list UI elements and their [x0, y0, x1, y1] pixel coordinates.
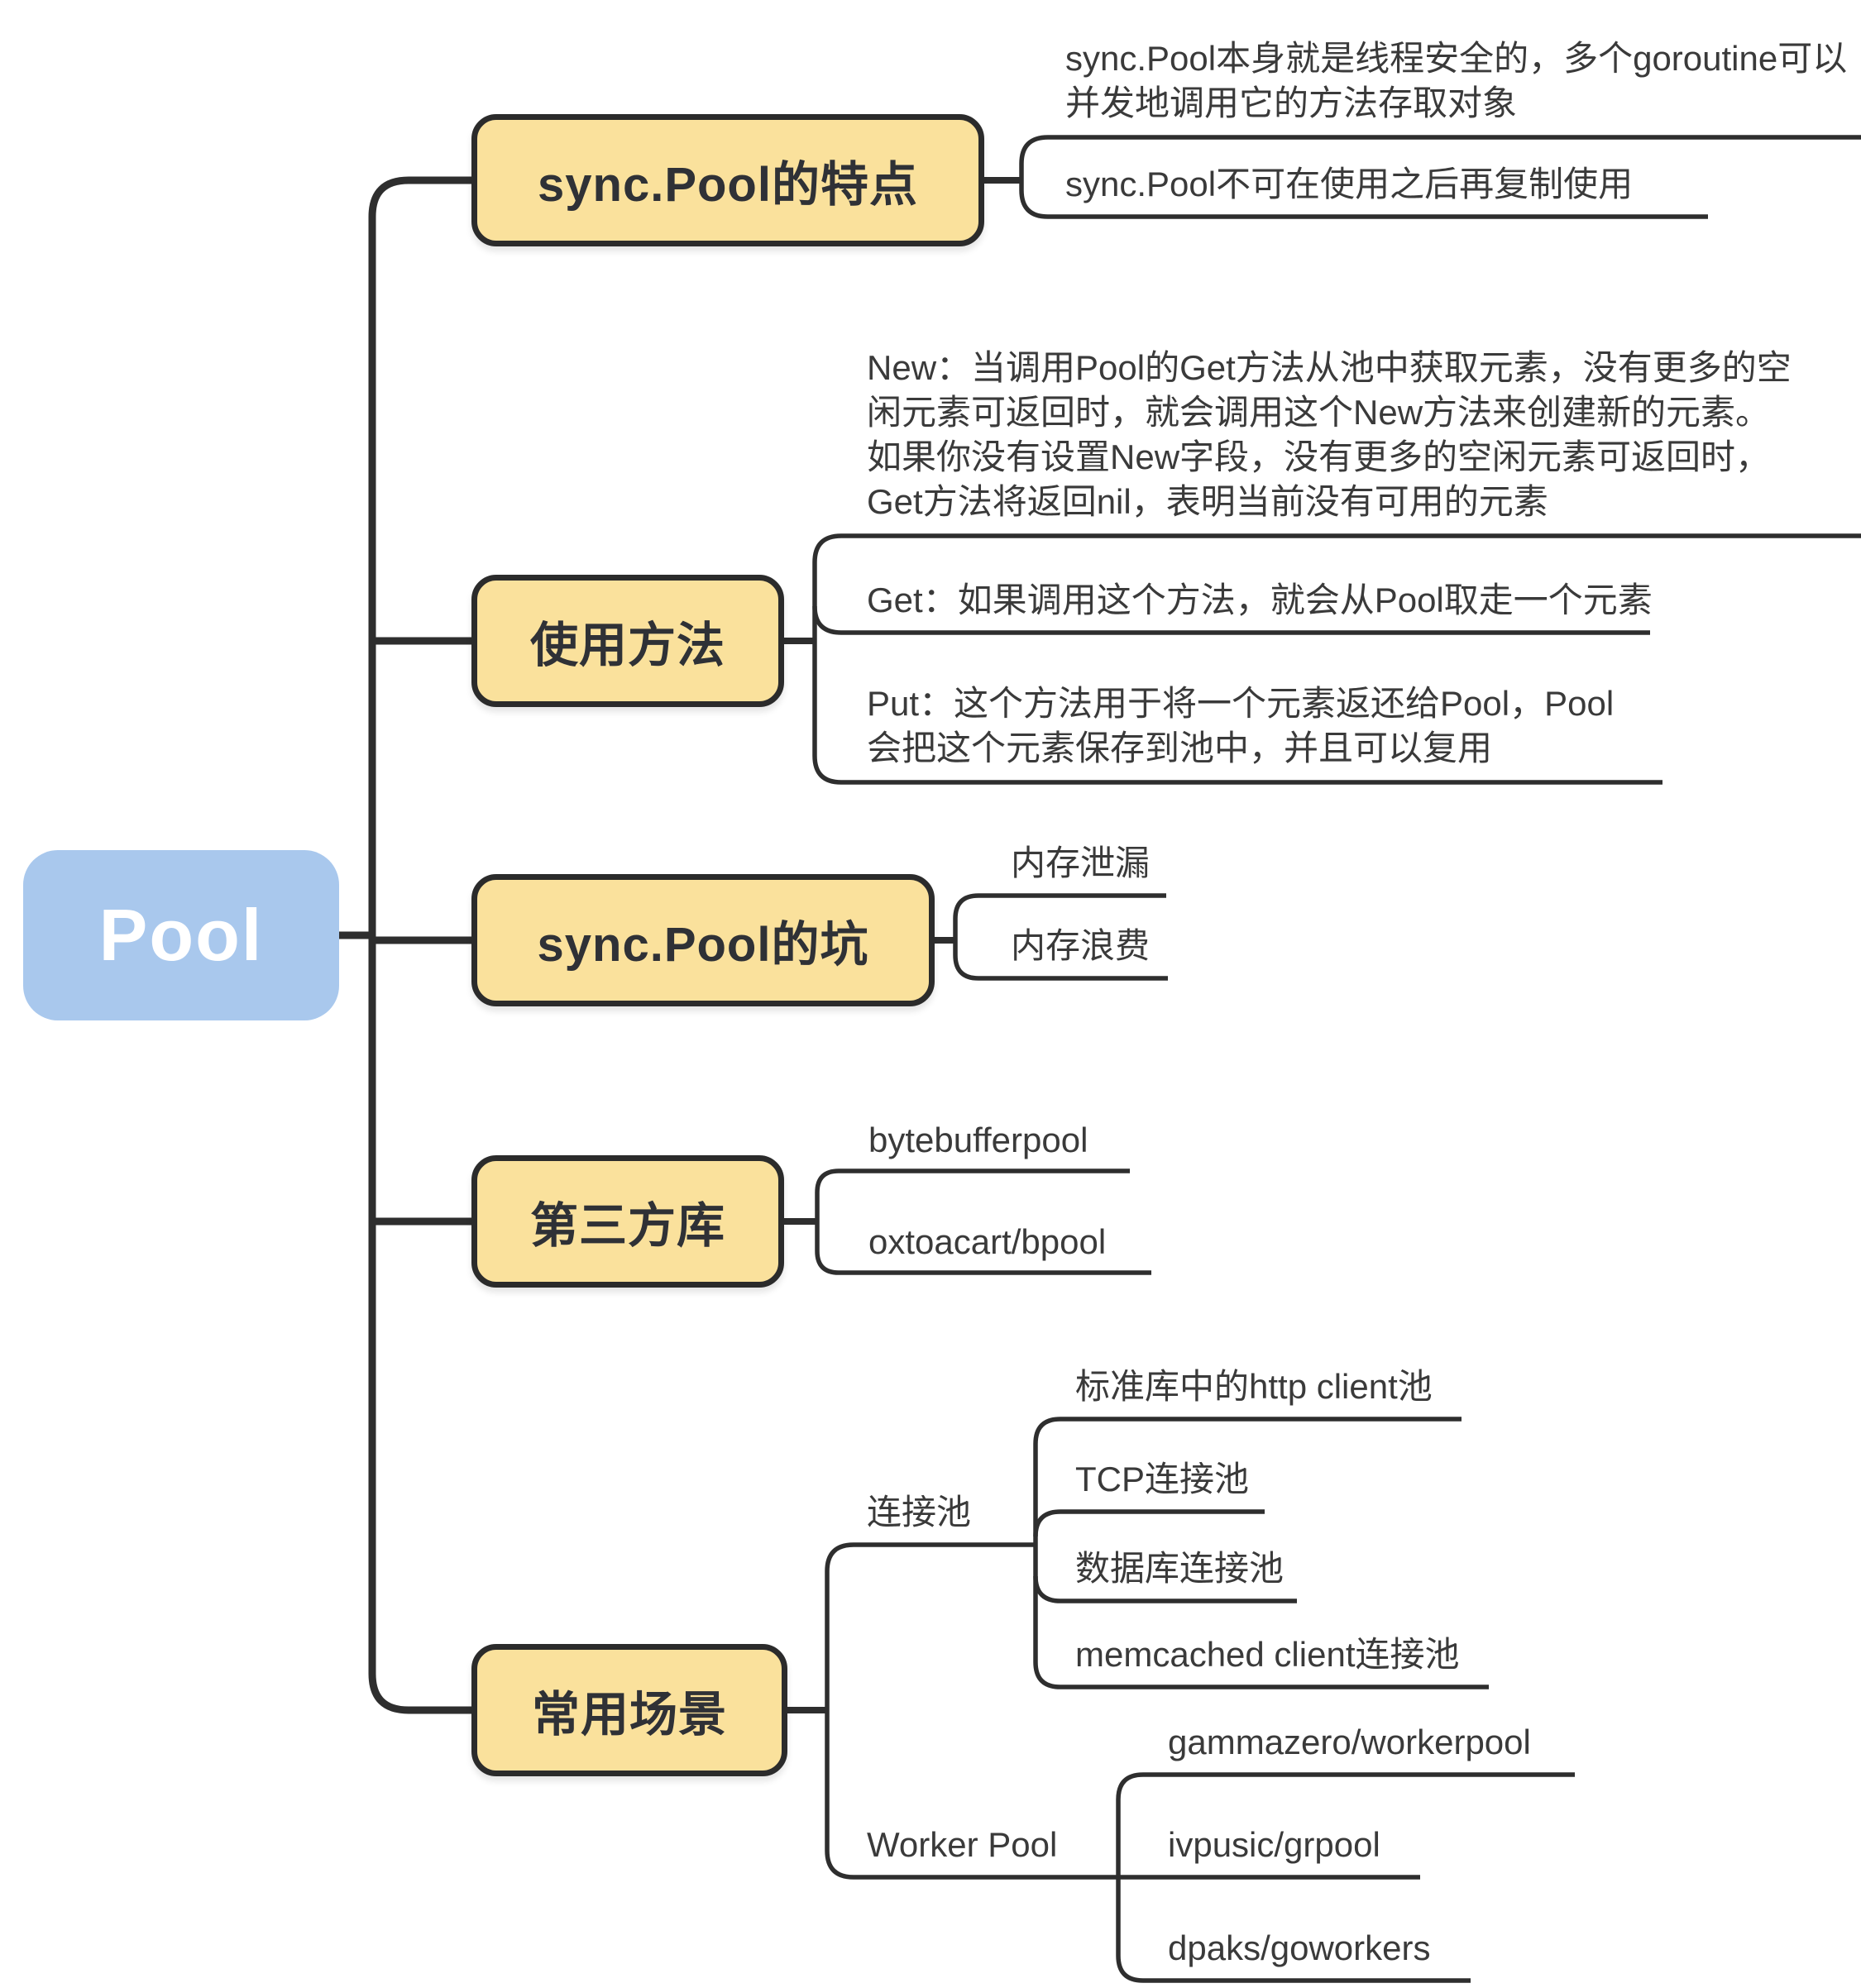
- db-pool-underline: [1033, 1575, 1297, 1603]
- root-node-pool[interactable]: Pool: [23, 850, 339, 1020]
- tcp-pool-underline: [1033, 1509, 1265, 1537]
- leaf-node-memory-waste[interactable]: 内存浪费: [1011, 926, 1151, 965]
- leaf-node-no-copy-after-use[interactable]: sync.Pool不可在使用之后再复制使用: [1065, 165, 1634, 203]
- branch4-leaf-bracket: [815, 1168, 1151, 1275]
- branch-node-sync-pool-pitfalls[interactable]: sync.Pool的坑: [471, 874, 935, 1006]
- leaf-node-thread-safe[interactable]: sync.Pool本身就是线程安全的，多个goroutine可以并发地调用它的方…: [1065, 39, 1848, 122]
- subbranch-node-connection-pool[interactable]: 连接池: [867, 1493, 972, 1532]
- branch-node-sync-pool-features[interactable]: sync.Pool的特点: [471, 114, 984, 246]
- connection-pool-leaf-bracket: [1033, 1417, 1489, 1689]
- branch-node-usage[interactable]: 使用方法: [471, 575, 784, 707]
- leaf-node-put-method[interactable]: Put：这个方法用于将一个元素返还给Pool，Pool会把这个元素保存到池中，并…: [867, 684, 1615, 767]
- branch2-leaf-bracket: [812, 533, 1861, 785]
- leaf-node-bytebufferpool[interactable]: bytebufferpool: [868, 1121, 1088, 1159]
- subbranch-node-worker-pool[interactable]: Worker Pool: [867, 1825, 1058, 1864]
- branch3-leaf-bracket: [953, 893, 1168, 981]
- branch-node-third-party-libs[interactable]: 第三方库: [471, 1155, 784, 1288]
- leaf-node-db-pool[interactable]: 数据库连接池: [1075, 1549, 1285, 1588]
- leaf-node-new-method[interactable]: New：当调用Pool的Get方法从池中获取元素，没有更多的空闲元素可返回时，就…: [867, 348, 1792, 521]
- branch2-get-underline: [812, 605, 1650, 635]
- leaf-node-gammazero-workerpool[interactable]: gammazero/workerpool: [1168, 1723, 1531, 1761]
- leaf-node-memory-leak[interactable]: 内存泄漏: [1011, 843, 1151, 882]
- branch-node-common-scenarios[interactable]: 常用场景: [471, 1644, 787, 1776]
- leaf-node-http-client-pool[interactable]: 标准库中的http client池: [1075, 1367, 1433, 1406]
- leaf-node-tcp-pool[interactable]: TCP连接池: [1075, 1460, 1250, 1498]
- trunk-line: [368, 176, 471, 1714]
- leaf-node-oxtoacart-bpool[interactable]: oxtoacart/bpool: [868, 1222, 1107, 1261]
- leaf-node-ivpusic-grpool[interactable]: ivpusic/grpool: [1168, 1825, 1380, 1864]
- leaf-node-get-method[interactable]: Get：如果调用这个方法，就会从Pool取走一个元素: [867, 581, 1653, 619]
- branch1-leaf-bracket: [1019, 135, 1861, 219]
- leaf-node-dpaks-goworkers[interactable]: dpaks/goworkers: [1168, 1928, 1431, 1967]
- leaf-node-memcached-pool[interactable]: memcached client连接池: [1075, 1635, 1460, 1674]
- branch5-group-bracket: [825, 1542, 1118, 1880]
